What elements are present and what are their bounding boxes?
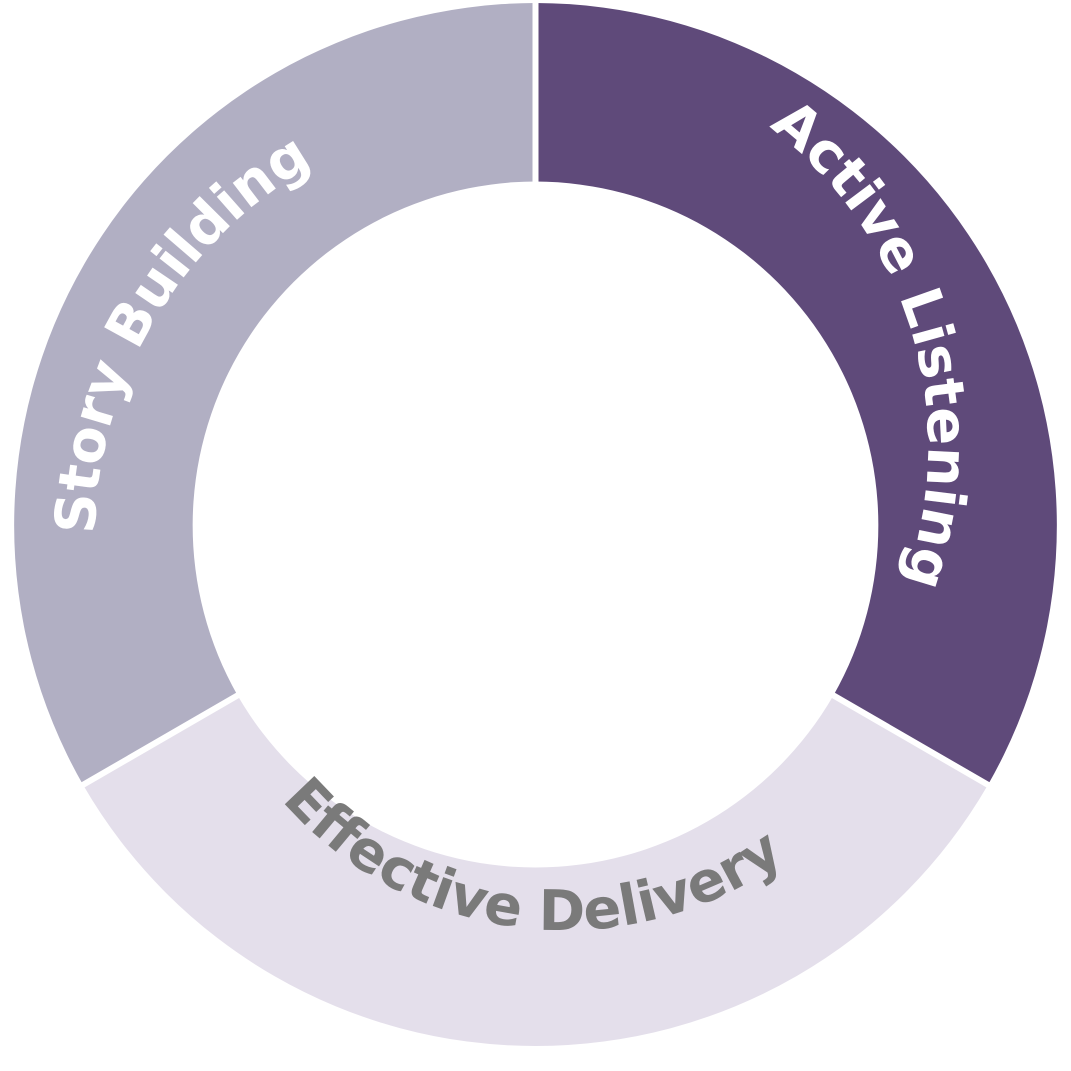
separator-right [829,691,992,789]
segment-effective-delivery [83,695,988,1047]
segment-story-building [14,3,536,785]
separator-left [79,691,242,789]
segment-active-listening [535,3,1057,785]
